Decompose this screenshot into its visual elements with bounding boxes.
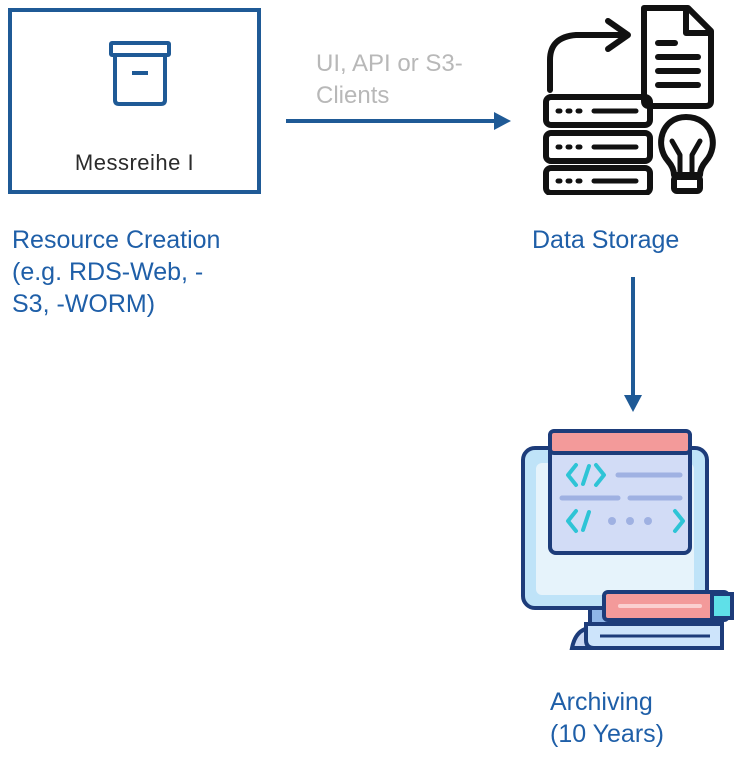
arrow-right: [286, 112, 511, 130]
archive-caption: Archiving (10 Years): [550, 686, 730, 750]
archive-caption-line: Archiving: [550, 688, 653, 716]
transfer-label-line: Clients: [316, 82, 390, 109]
monitor-code-books-icon: [521, 429, 734, 650]
archive-box-icon: [109, 41, 171, 106]
resource-caption: Resource Creation (e.g. RDS-Web, - S3, -…: [12, 224, 302, 320]
transfer-label-line: UI, API or S3-: [316, 50, 463, 77]
transfer-label: UI, API or S3- Clients: [316, 48, 526, 112]
resource-box-label: Messreihe I: [74, 150, 195, 175]
storage-caption: Data Storage: [532, 226, 680, 254]
arrow-down: [624, 277, 642, 412]
archive-caption-line: (10 Years): [550, 720, 664, 748]
server-document-idea-icon: [543, 5, 716, 195]
resource-caption-line: (e.g. RDS-Web, -: [12, 258, 204, 286]
resource-caption-line: Resource Creation: [12, 226, 221, 254]
resource-box: Messreihe I: [8, 8, 261, 194]
resource-caption-line: S3, -WORM): [12, 290, 156, 318]
